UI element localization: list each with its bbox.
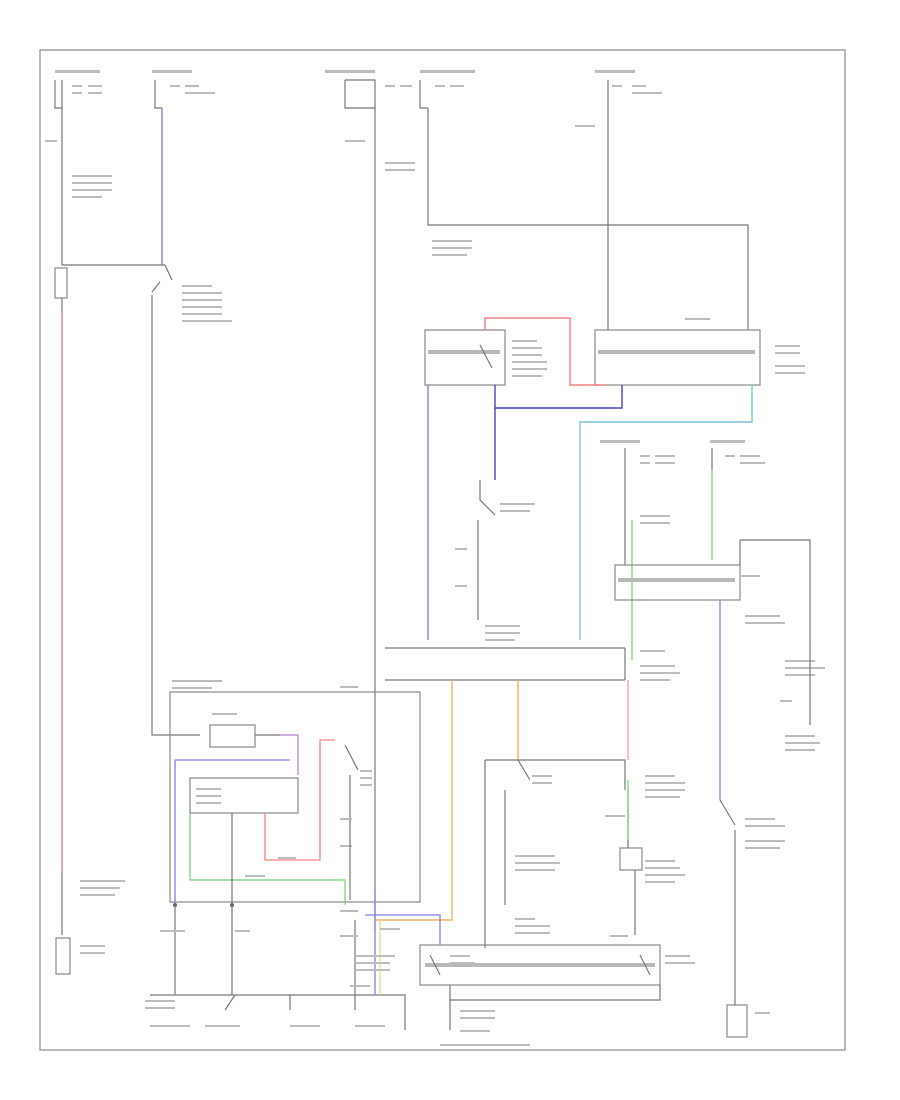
- relay-switch-icon: [151, 264, 232, 736]
- ground-icon: [145, 905, 406, 1030]
- light-blue-wire: [579, 385, 753, 640]
- diagram-frame: [39, 49, 846, 1051]
- dark-blue-wire: [494, 385, 623, 409]
- center-main-wire: [345, 108, 415, 930]
- middle-switch: [455, 480, 535, 641]
- right-relay: [614, 539, 825, 751]
- upper-right-relay-block: [424, 80, 805, 386]
- fuse-boxes-top: [54, 79, 428, 109]
- left-circuit: [45, 80, 165, 975]
- connector-bar-icon: [385, 647, 680, 681]
- bottom-junction: [340, 890, 695, 1046]
- right-mid-fuses: [600, 440, 765, 660]
- left-control-module: [169, 680, 421, 995]
- orange-wire-left: [375, 680, 453, 921]
- lower-middle-switch-block: [484, 759, 685, 948]
- top-fuse-labels: [55, 70, 662, 94]
- right-lower-switch: [719, 799, 785, 1038]
